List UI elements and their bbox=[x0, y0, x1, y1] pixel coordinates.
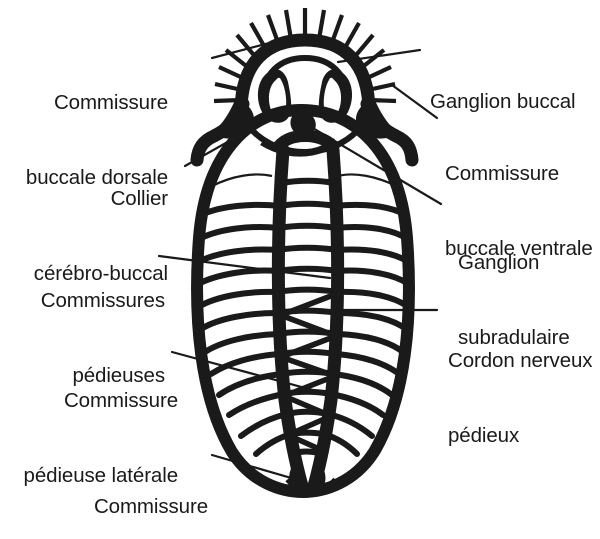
leader-ganglion-subradulaire bbox=[304, 122, 443, 206]
label-line-1: Commissure bbox=[63, 389, 178, 412]
label-ganglion-subradulaire: Ganglion subradulaire bbox=[458, 200, 600, 400]
anterior-pale-arc-right bbox=[337, 173, 397, 187]
label-line-2: pédieuse latérale bbox=[23, 464, 179, 487]
cordon-nerveux-pedieux-right bbox=[307, 143, 345, 493]
label-line-1: Commissures bbox=[40, 289, 165, 312]
label-collier-cerebro-buccal: Collier cérébro-buccal bbox=[0, 136, 168, 336]
label-line-2: pédieux bbox=[448, 424, 520, 447]
ganglion-subradulaire-shape bbox=[290, 111, 316, 136]
label-line-1: Commissure bbox=[53, 91, 168, 114]
label-line-2: pédieuses bbox=[72, 364, 165, 387]
label-line-2: buccale ventrale bbox=[445, 237, 593, 260]
buccal-ring-outer bbox=[234, 33, 376, 119]
commissures-pedieuses-laterales-group bbox=[197, 201, 410, 457]
label-line-1: Ganglion buccal bbox=[430, 90, 576, 113]
label-commissures-pedieuses: Commissures pédieuses bbox=[0, 238, 165, 438]
leader-commissure-buccale-ventrale bbox=[390, 83, 439, 120]
label-line-2: cérébro-buccal bbox=[33, 262, 168, 285]
leader-commissures-pedieuses bbox=[157, 254, 332, 280]
label-commissure-buccale-ventrale: Commissure buccale ventrale bbox=[445, 111, 600, 311]
label-commissure-pedieuse-laterale: Commissure pédieuse latérale bbox=[0, 338, 179, 538]
label-line-1: Ganglion bbox=[458, 251, 540, 274]
label-line-1: Cordon nerveux bbox=[448, 349, 593, 372]
leader-commissure-pedieuse-laterale bbox=[170, 350, 322, 394]
commissure-surrectale-lower-arc bbox=[285, 476, 339, 495]
anterior-pale-arc-left bbox=[211, 173, 273, 187]
leader-commissure-surrectale bbox=[210, 453, 307, 484]
leader-collier-cerebro-buccal bbox=[183, 120, 265, 168]
label-line-1: Commissure bbox=[93, 495, 208, 518]
label-ganglion-buccal: Ganglion buccal bbox=[430, 39, 600, 164]
label-commissure-surrectale: Commissure surrectale bbox=[0, 444, 208, 539]
label-line-2: buccale dorsale bbox=[25, 166, 168, 189]
leader-commissure-buccale-dorsale bbox=[210, 33, 302, 60]
leader-ganglion-buccal bbox=[336, 48, 422, 64]
cordon-nerveux-pedieux-left bbox=[271, 143, 309, 493]
label-line-2: subradulaire bbox=[458, 326, 570, 349]
pedal-cord-anterior-junction bbox=[270, 129, 341, 154]
label-line-1: Commissure bbox=[445, 162, 560, 185]
label-line-1: Collier bbox=[110, 187, 169, 210]
label-commissure-buccale-dorsale: Commissure buccale dorsale bbox=[0, 40, 168, 240]
leader-lines-group bbox=[157, 33, 443, 484]
pedal-oblique-connectives bbox=[278, 291, 339, 455]
label-cordon-nerveux-pedieux: Cordon nerveux pédieux bbox=[448, 298, 600, 498]
